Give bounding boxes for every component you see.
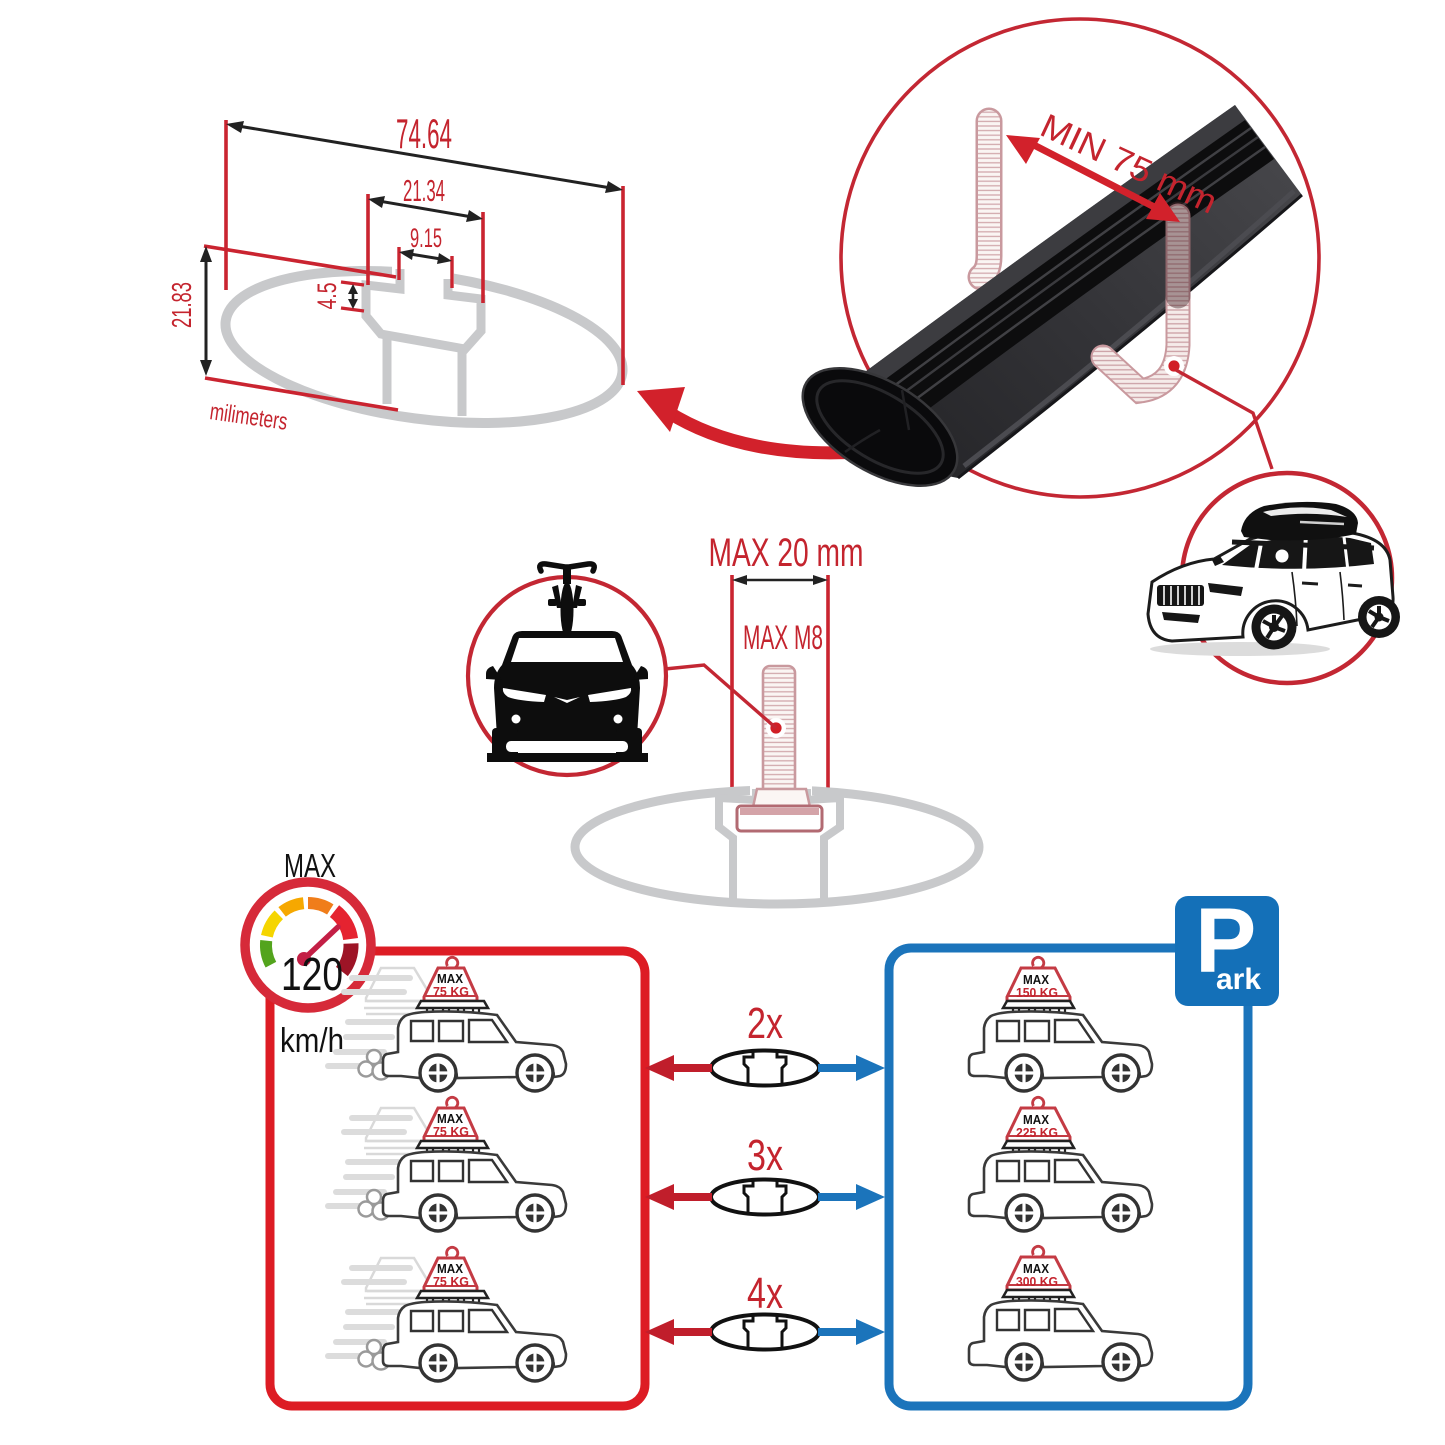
svg-text:75 KG: 75 KG [433, 1124, 469, 1139]
svg-text:75 KG: 75 KG [433, 984, 469, 999]
svg-text:21.83: 21.83 [166, 282, 197, 328]
svg-text:4x: 4x [747, 1269, 783, 1318]
svg-text:MAX: MAX [437, 1111, 463, 1126]
svg-text:km/h: km/h [280, 1022, 344, 1060]
svg-text:225 KG: 225 KG [1016, 1125, 1058, 1140]
svg-text:2x: 2x [747, 999, 783, 1048]
svg-text:P: P [1195, 890, 1256, 992]
svg-text:4.5: 4.5 [312, 283, 342, 310]
svg-text:MAX: MAX [284, 847, 336, 884]
svg-text:MAX: MAX [1023, 1112, 1049, 1127]
svg-text:120: 120 [281, 948, 343, 1000]
svg-text:MAX: MAX [1023, 972, 1049, 987]
svg-text:ark: ark [1216, 963, 1261, 996]
svg-text:300 KG: 300 KG [1016, 1274, 1058, 1289]
svg-text:MAX: MAX [437, 971, 463, 986]
svg-text:21.34: 21.34 [403, 173, 445, 208]
svg-text:3x: 3x [747, 1131, 783, 1180]
svg-text:75 KG: 75 KG [433, 1274, 469, 1289]
svg-text:MAX: MAX [1023, 1261, 1049, 1276]
svg-text:74.64: 74.64 [396, 110, 452, 157]
svg-text:MAX M8: MAX M8 [743, 619, 823, 657]
svg-text:150 KG: 150 KG [1016, 985, 1058, 1000]
svg-text:MAX: MAX [437, 1261, 463, 1276]
svg-text:9.15: 9.15 [410, 223, 442, 253]
svg-text:MAX 20 mm: MAX 20 mm [709, 531, 864, 575]
